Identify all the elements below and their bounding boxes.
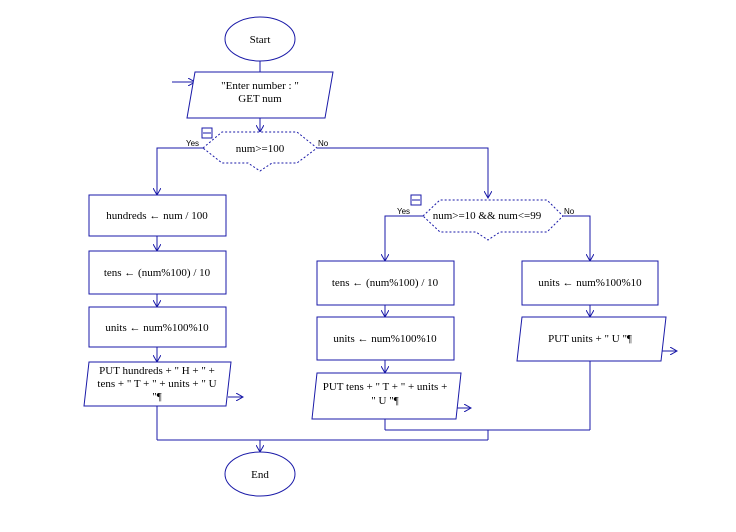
decision2-no-label: No (564, 207, 575, 216)
decision-num-ge-100[interactable]: num>=100 (202, 131, 318, 172)
decision-num-between-10-99[interactable]: num>=10 && num<=99 (422, 199, 564, 241)
assign-tens-middle-box[interactable]: tens ← (num%100) / 10 (316, 260, 455, 306)
input-get-text: GET num (238, 93, 282, 105)
end-label: End (251, 469, 269, 481)
start-terminal[interactable]: Start (224, 16, 296, 62)
start-label: Start (250, 34, 271, 46)
assign-units-right-text: units ← num%100%10 (538, 277, 642, 289)
input-box[interactable]: "Enter number : " GET num (186, 71, 334, 119)
connector-decision1-yes (157, 147, 203, 195)
output-middle-box[interactable]: PUT tens + " T + " + units + " U "¶ (311, 372, 462, 420)
assign-tens-left-text: tens ← (num%100) / 10 (104, 267, 211, 279)
decision2-yes-label: Yes (397, 207, 410, 216)
output-middle-line1: PUT tens + " T + " + units + (323, 381, 448, 393)
assign-units-right-box[interactable]: units ← num%100%10 (521, 260, 659, 306)
input-prompt-text: "Enter number : " (221, 80, 299, 92)
assign-tens-middle-text: tens ← (num%100) / 10 (332, 277, 439, 289)
output-left-line3: "¶ (152, 391, 161, 403)
connector-lines (157, 61, 677, 452)
decision1-condition: num>=100 (236, 143, 285, 155)
assign-units-middle-text: units ← num%100%10 (333, 333, 437, 345)
collapse-toggle-decision2[interactable] (410, 194, 422, 206)
assign-units-middle-box[interactable]: units ← num%100%10 (316, 316, 455, 361)
assign-hundreds-text: hundreds ← num / 100 (106, 210, 208, 222)
output-left-box[interactable]: PUT hundreds + " H + " + tens + " T + " … (83, 361, 232, 407)
connector-decision2-yes (385, 215, 423, 261)
assign-tens-left-box[interactable]: tens ← (num%100) / 10 (88, 250, 227, 295)
assign-units-left-box[interactable]: units ← num%100%10 (88, 306, 227, 348)
connector-decision1-no (317, 147, 488, 198)
decision2-condition: num>=10 && num<=99 (433, 210, 542, 222)
assign-units-left-text: units ← num%100%10 (105, 322, 209, 334)
output-left-line2: tens + " T + " + units + " U (97, 378, 216, 390)
output-middle-line2: " U "¶ (371, 395, 398, 407)
output-left-line1: PUT hundreds + " H + " + (99, 365, 215, 377)
output-right-box[interactable]: PUT units + " U "¶ (516, 316, 667, 362)
connector-decision2-no (563, 215, 590, 261)
output-right-text: PUT units + " U "¶ (548, 333, 632, 345)
assign-hundreds-box[interactable]: hundreds ← num / 100 (88, 194, 227, 237)
collapse-toggle-decision1[interactable] (201, 127, 213, 139)
decision1-yes-label: Yes (186, 139, 199, 148)
end-terminal[interactable]: End (224, 451, 296, 497)
decision1-no-label: No (318, 139, 329, 148)
